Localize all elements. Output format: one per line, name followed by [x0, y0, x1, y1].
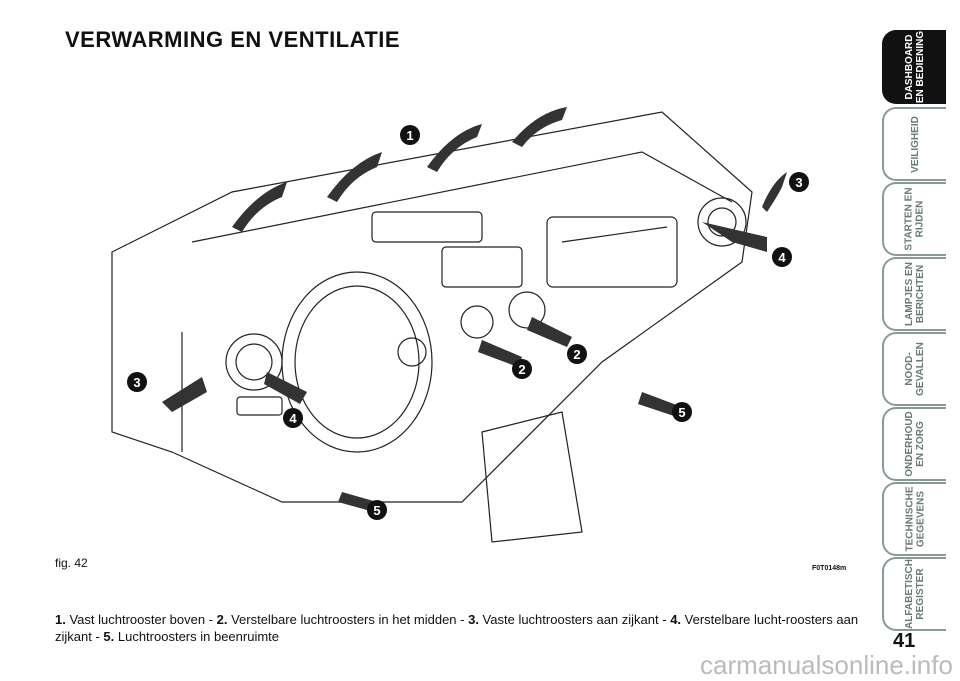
tab-alfabetisch-register[interactable]: ALFABETISCH REGISTER	[882, 557, 946, 631]
tab-onderhoud-en-zorg[interactable]: ONDERHOUD EN ZORG	[882, 407, 946, 481]
svg-text:3: 3	[133, 375, 140, 390]
callout-4: 4	[772, 247, 792, 267]
callout-3: 3	[127, 372, 147, 392]
svg-text:5: 5	[373, 503, 380, 518]
callout-2: 2	[567, 344, 587, 364]
figure-code: F0T0148m	[812, 565, 847, 572]
svg-text:2: 2	[573, 347, 580, 362]
svg-text:4: 4	[778, 250, 786, 265]
tab-technische-gegevens[interactable]: TECHNISCHE GEGEVENS	[882, 482, 946, 556]
tab-lampjes-en-berichten[interactable]: LAMPJES EN BERICHTEN	[882, 257, 946, 331]
svg-text:5: 5	[678, 405, 685, 420]
tab-veiligheid[interactable]: VEILIGHEID	[882, 107, 946, 181]
callout-2: 2	[512, 359, 532, 379]
tab-noodgevallen[interactable]: NOOD- GEVALLEN	[882, 332, 946, 406]
figure-caption: 1. Vast luchtrooster boven - 2. Verstelb…	[55, 612, 859, 644]
tab-dashboard-en-bediening[interactable]: DASHBOARD EN BEDIENING	[882, 30, 946, 104]
page-number: 41	[893, 630, 916, 652]
callout-1: 1	[400, 125, 420, 145]
watermark: carmanualsonline.info	[700, 650, 953, 680]
callout-3: 3	[789, 172, 809, 192]
svg-text:2: 2	[518, 362, 525, 377]
callout-5: 5	[367, 500, 387, 520]
dashboard-illustration: 1 2 2 3 3 4 4 5 5	[111, 107, 809, 543]
callout-5: 5	[672, 402, 692, 422]
figure-label: fig. 42	[55, 556, 88, 570]
svg-text:4: 4	[289, 411, 297, 426]
callout-4: 4	[283, 408, 303, 428]
svg-text:3: 3	[795, 175, 802, 190]
svg-text:1: 1	[406, 128, 413, 143]
tab-starten-en-rijden[interactable]: STARTEN EN RIJDEN	[882, 182, 946, 256]
page-title: VERWARMING EN VENTILATIE	[65, 27, 401, 52]
